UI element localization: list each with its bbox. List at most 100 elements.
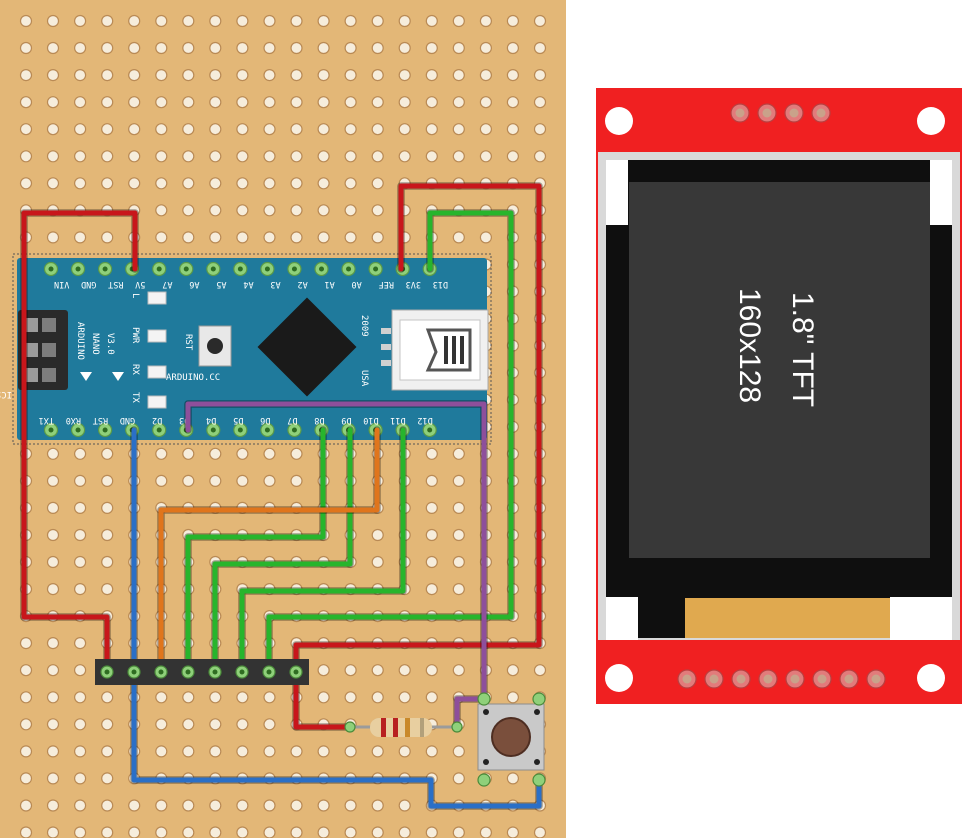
perf-hole [290, 204, 303, 217]
perf-hole [371, 41, 384, 55]
perf-hole [290, 96, 303, 109]
nano-pin-center [75, 427, 81, 433]
perf-hole [236, 68, 249, 82]
perf-hole [74, 826, 87, 838]
perf-hole [317, 204, 330, 217]
perf-hole [479, 150, 492, 163]
perf-hole [209, 41, 222, 55]
perf-hole [344, 664, 357, 677]
perf-hole [317, 150, 330, 163]
perf-hole [263, 447, 276, 460]
perf-hole [128, 41, 141, 55]
perf-hole [398, 691, 411, 704]
perf-hole [317, 691, 330, 704]
perf-hole [182, 177, 195, 190]
perf-hole [101, 718, 114, 731]
perf-hole [263, 799, 276, 812]
perf-hole [209, 204, 222, 217]
perf-hole [506, 96, 520, 109]
nano-pin-center [237, 266, 243, 272]
perf-hole [371, 150, 384, 163]
perf-hole [73, 745, 87, 758]
tft-header-strip [95, 659, 309, 685]
perf-hole [236, 177, 249, 190]
tft-bottom-pads [677, 669, 886, 689]
nano-pin-center [264, 427, 270, 433]
perf-hole [155, 204, 168, 217]
tft-top-pad-center [789, 108, 799, 118]
perf-hole [371, 204, 384, 217]
perf-hole [155, 745, 168, 758]
perf-hole [128, 150, 141, 163]
perf-hole [263, 691, 276, 704]
smd-component [381, 360, 391, 366]
perf-hole [209, 447, 222, 460]
perf-hole [236, 691, 249, 704]
nano-pin-label: TX1 [39, 415, 54, 425]
pushbutton-leg [477, 692, 491, 706]
perf-hole [290, 123, 303, 136]
nano-pin-label: D13 [433, 279, 448, 289]
perf-hole [182, 745, 195, 758]
perf-hole [371, 14, 384, 28]
perf-hole [452, 96, 465, 109]
perf-hole [209, 691, 222, 704]
perf-hole [452, 582, 465, 596]
tft-mount-hole [917, 107, 945, 135]
wire-gnd [131, 427, 542, 809]
nano-year-label: 2009 [359, 315, 369, 337]
nano-brand-label: ARDUINO.CC [166, 373, 220, 383]
nano-reset-label: RST [183, 334, 193, 351]
perf-hole [182, 14, 195, 28]
pushbutton-leg [477, 773, 491, 787]
perf-hole [182, 231, 195, 244]
perf-hole [398, 68, 411, 82]
perf-hole [425, 826, 438, 838]
perf-hole [19, 150, 33, 163]
nano-pin-label: 3V3 [406, 279, 421, 289]
perf-hole [19, 41, 33, 55]
perf-hole [46, 528, 60, 542]
perf-hole [155, 718, 168, 731]
perf-hole [73, 718, 87, 731]
perf-hole [317, 14, 330, 28]
perf-hole [73, 582, 87, 596]
nano-pin-center [156, 427, 162, 433]
perf-hole [317, 826, 330, 838]
perf-hole [101, 150, 114, 163]
smd-component [381, 328, 391, 334]
nano-name-line1: ARDUINO [75, 322, 85, 360]
perf-hole [290, 799, 303, 812]
perf-hole [155, 231, 168, 244]
perf-hole [101, 691, 114, 704]
wire-d11 [239, 427, 406, 675]
perf-hole [182, 96, 195, 109]
nano-pin-center [373, 266, 379, 272]
perf-hole [101, 447, 114, 460]
resistor [350, 718, 456, 737]
perf-hole [73, 447, 87, 460]
perf-hole [73, 501, 87, 514]
nano-pin-center [75, 266, 81, 272]
pushbutton-legs [344, 692, 546, 787]
perf-hole [101, 68, 114, 82]
perf-hole [263, 826, 276, 838]
perf-hole [344, 204, 357, 217]
wire-d9 [212, 427, 353, 675]
perf-hole [506, 68, 520, 82]
nano-pin-label: D11 [390, 415, 405, 425]
perf-hole [506, 150, 520, 163]
perf-hole [73, 96, 87, 109]
perf-hole [425, 528, 438, 542]
nano-pin-label: D4 [206, 415, 216, 425]
header-pin-center [266, 669, 272, 675]
perf-hole [344, 96, 357, 109]
perf-hole [479, 123, 492, 136]
perf-hole [263, 96, 276, 109]
perf-hole [263, 745, 276, 758]
perf-hole [155, 474, 168, 487]
perf-hole [236, 447, 249, 460]
nano-pin-label: 5V [135, 279, 145, 289]
header-pins [100, 665, 303, 679]
